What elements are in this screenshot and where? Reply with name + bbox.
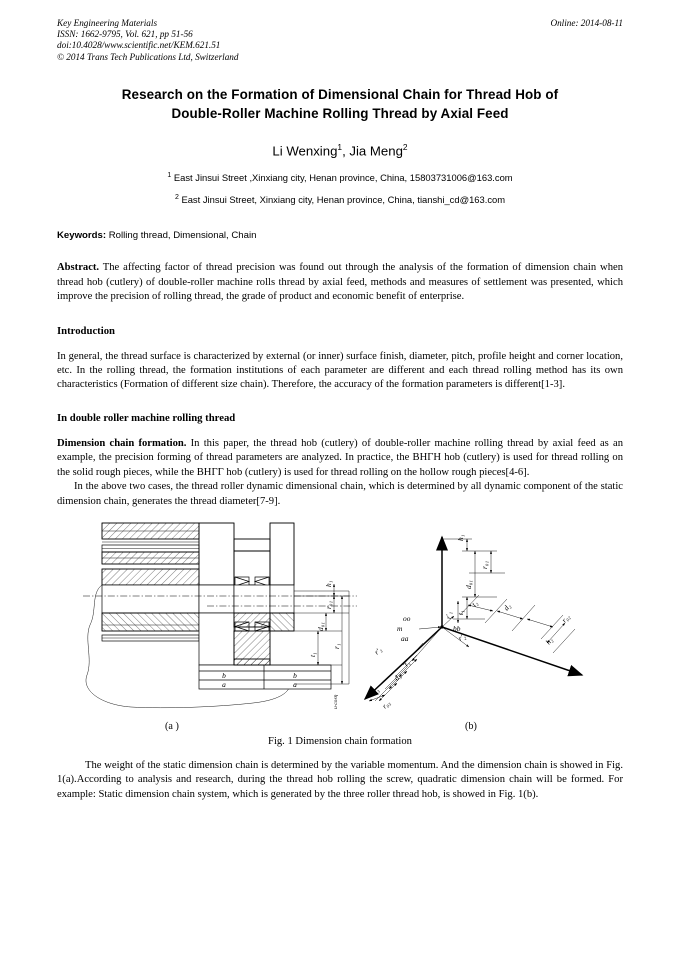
affiliation-1: 1 East Jinsui Street ,Xinxiang city, Hen… <box>57 169 623 184</box>
title-line-2: Double-Roller Machine Rolling Thread by … <box>171 105 509 121</box>
figure-subfigure-labels: (a ) (b) <box>57 721 623 735</box>
subsection-label: Dimension chain formation. <box>57 437 187 449</box>
diagram-b-b3-h3: h₃ <box>370 685 381 696</box>
diagram-a-dim-ucos: и·cosη <box>333 694 339 709</box>
diagram-b-b3-t3: t₃ <box>402 658 412 668</box>
affiliation-1-text: East Jinsui Street ,Xinxiang city, Henan… <box>173 172 513 184</box>
diagram-b-label-bb: bb <box>453 624 461 633</box>
journal-name: Key Engineering Materials <box>57 18 158 28</box>
abstract-text: The affecting factor of thread precision… <box>57 262 623 303</box>
author-2-sup: 2 <box>402 141 408 152</box>
vector-axis-right <box>441 626 584 677</box>
diagram-b-branch-1 <box>442 538 505 624</box>
author-1-name: Li Wenxing <box>272 143 338 159</box>
subsection-text: In this paper, the thread hob (cutlery) … <box>57 437 623 478</box>
diagram-b-b3-r03: r₀₃ <box>380 698 392 710</box>
diagram-a-label-b-right: b <box>293 671 297 680</box>
diagram-b-branch-3 <box>368 642 424 702</box>
copyright-line: © 2014 Trans Tech Publications Ltd, Swit… <box>57 51 239 62</box>
dimension-chain-paragraph: Dimension chain formation. In this paper… <box>57 437 623 480</box>
diagram-a-dim-h1: h₁ <box>324 580 333 587</box>
author-list: Li Wenxing1, Jia Meng2 <box>57 142 623 158</box>
diagram-b-b1-h1: h₁ <box>456 534 465 541</box>
affiliation-2-sup: 2 <box>174 194 179 202</box>
figure-label-a: (a ) <box>165 720 179 732</box>
keywords-label: Keywords: <box>57 230 107 242</box>
introduction-paragraph: In general, the thread surface is charac… <box>57 350 623 391</box>
diagram-b-b1-r01: r₀₁ <box>480 560 489 568</box>
diagram-b-b2-h2: h₂ <box>544 635 555 646</box>
diagram-b-b1-r1: r'₁ <box>444 611 453 618</box>
figure-1-graphic: b a b a <box>83 522 584 710</box>
diagram-a-label-a-left: a <box>222 680 226 689</box>
diagram-b-b3-d3: d₃ <box>392 671 403 682</box>
break-line <box>85 584 291 708</box>
heading-double-roller: In double roller machine rolling thread <box>57 411 236 424</box>
diagram-a-dim-t1: t₁ <box>308 652 317 657</box>
diagram-a-dimension-stack <box>316 583 350 685</box>
paragraph-above-two-cases: In the above two cases, the thread rolle… <box>57 481 623 507</box>
author-2-name: Jia Meng <box>349 143 403 159</box>
diagram-a: b a b a <box>83 522 357 709</box>
figure-label-b: (b) <box>465 720 477 732</box>
diagram-a-dim-d01: d₀₁ <box>316 622 325 631</box>
diagram-b-branch-2 <box>459 594 576 654</box>
diagram-b-label-oo: oo <box>403 614 411 623</box>
keywords-line: Keywords: Rolling thread, Dimensional, C… <box>57 230 623 241</box>
diagram-b-label-r3: r'₃ <box>372 645 384 657</box>
issn-line: ISSN: 1662-9795, Vol. 621, pp 51-56 <box>57 29 193 40</box>
abstract-label: Abstract. <box>57 262 100 274</box>
diagram-a-label-b-left: b <box>222 671 226 680</box>
title-line-1: Research on the Formation of Dimensional… <box>121 86 559 102</box>
diagram-b: oo m aa bb h₁ r₀₁ <box>363 534 584 710</box>
heading-introduction: Introduction <box>57 324 116 337</box>
affiliation-1-sup: 1 <box>167 172 172 180</box>
figure-1: b a b a <box>57 519 623 719</box>
abstract-paragraph: Abstract. The affecting factor of thread… <box>57 261 623 304</box>
diagram-a-label-a-right: a <box>293 680 297 689</box>
diagram-b-label-m: m <box>397 624 403 633</box>
diagram-a-dim-r1: r₁ <box>332 643 341 649</box>
author-separator: , <box>342 143 350 159</box>
diagram-b-b2-r02: r₀₂ <box>560 612 572 624</box>
affiliation-2-text: East Jinsui Street, Xinxiang city, Henan… <box>181 194 506 206</box>
diagram-a-dim-r01: r₀₁ <box>324 600 333 608</box>
author-1-sup: 1 <box>337 141 343 152</box>
paragraph-final: The weight of the static dimension chain… <box>57 759 623 800</box>
keywords-value: Rolling thread, Dimensional, Chain <box>106 230 257 242</box>
figure-caption: Fig. 1 Dimension chain formation <box>268 735 412 747</box>
doi-line: doi:10.4028/www.scientific.net/KEM.621.5… <box>57 40 221 51</box>
diagram-b-b2-d2: d₂ <box>502 601 513 612</box>
diagram-b-label-aa: aa <box>401 634 409 643</box>
online-date: Online: 2014-08-11 <box>550 18 623 28</box>
page-title: Research on the Formation of Dimensional… <box>57 85 623 123</box>
diagram-b-b1-t1: t₁ <box>456 610 465 615</box>
affiliation-2: 2 East Jinsui Street, Xinxiang city, Hen… <box>57 191 623 206</box>
diagram-b-label-r2: r'₂ <box>457 631 468 642</box>
diagram-b-b1-d01: d₀₁ <box>464 580 473 589</box>
page-content: Key Engineering Materials ISSN: 1662-979… <box>57 18 623 802</box>
running-head: Key Engineering Materials ISSN: 1662-979… <box>57 18 623 63</box>
diagram-b-b2-t2: t₂ <box>470 599 480 609</box>
